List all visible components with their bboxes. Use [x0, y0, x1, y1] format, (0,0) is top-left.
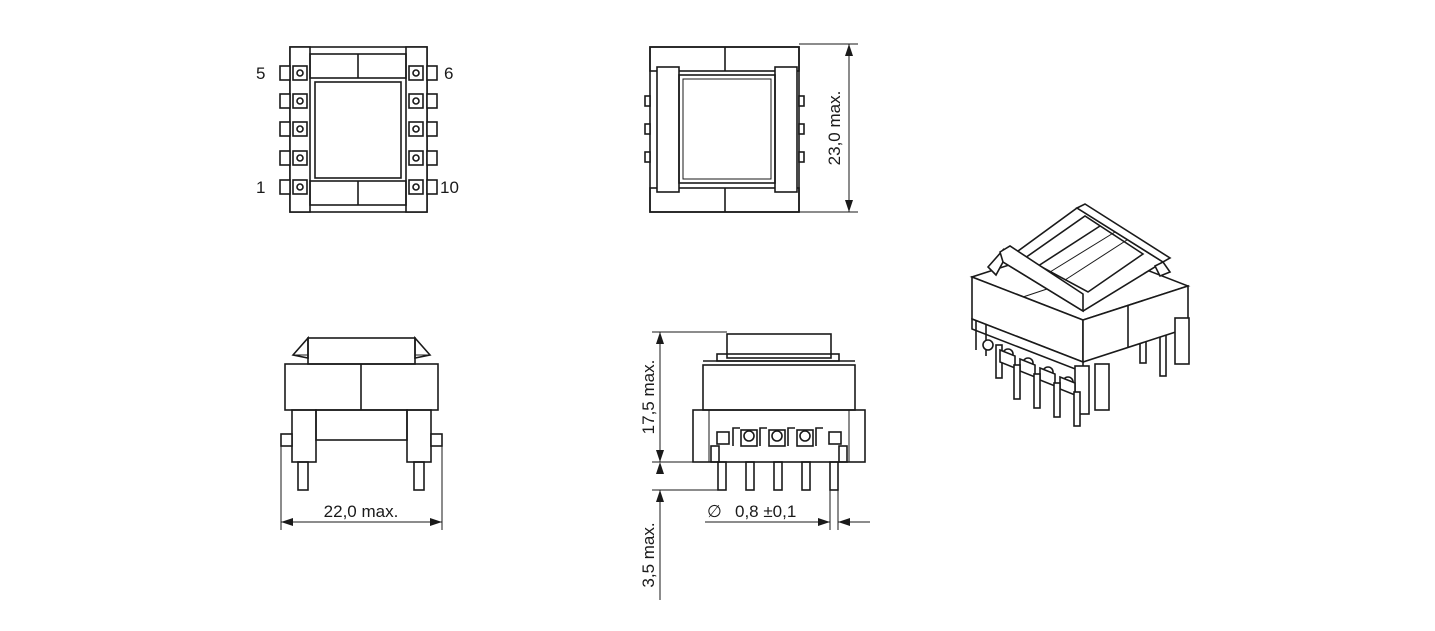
pin-diameter-symbol: ∅ — [707, 502, 722, 521]
dimension-pin-length: 3,5 max. — [639, 522, 658, 587]
isometric-view — [969, 203, 1191, 427]
bottom-view: 5 6 1 10 — [256, 46, 459, 213]
dimension-width-front: 22,0 max. — [324, 502, 399, 521]
side-view: 17,5 max. 3,5 max. ∅ 0,8 ±0,1 — [639, 331, 870, 600]
pin-label-6: 6 — [444, 64, 453, 83]
pin-label-5: 5 — [256, 64, 265, 83]
front-view: 22,0 max. — [280, 335, 443, 530]
pin-label-1: 1 — [256, 178, 265, 197]
top-view: 23,0 max. — [644, 43, 858, 213]
dimension-height-side: 17,5 max. — [639, 360, 658, 435]
dimension-height-top: 23,0 max. — [825, 91, 844, 166]
dimension-pin-diameter: 0,8 ±0,1 — [735, 502, 796, 521]
pin-label-10: 10 — [440, 178, 459, 197]
